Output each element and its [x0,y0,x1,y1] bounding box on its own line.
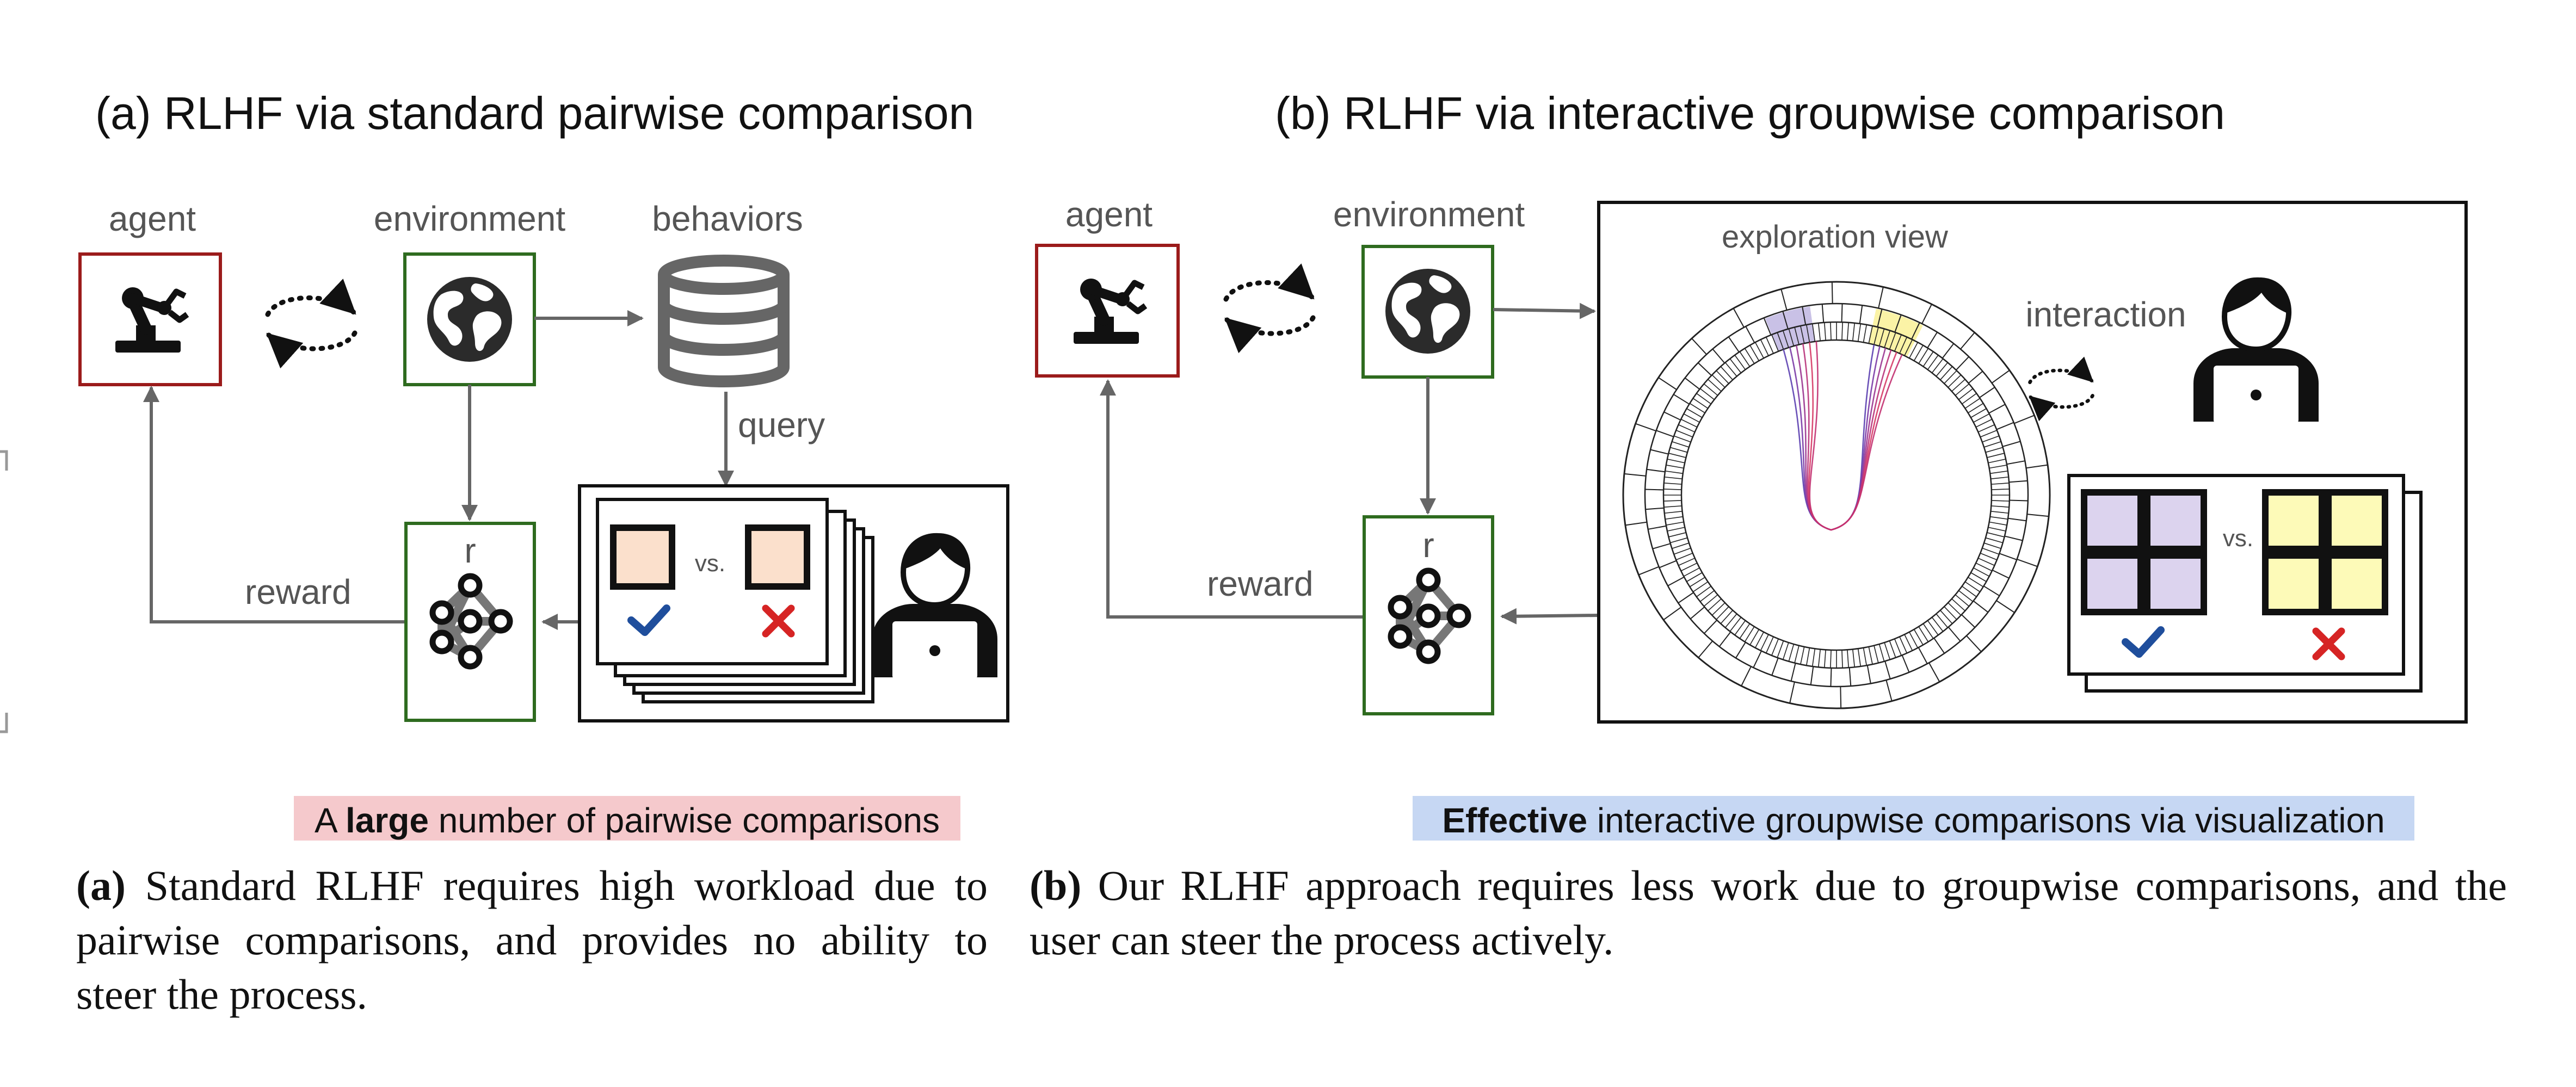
panel-b-agent-box [1035,244,1180,378]
panel-a-highlight-before: A [315,801,336,840]
panel-b-environment-label: environment [1333,195,1525,234]
panel-b-exploration-panel: exploration view interaction vs. [1597,201,2468,724]
panel-b-highlight-after: interactive groupwise comparisons via vi… [1597,801,2385,840]
cycle-arrows-icon [268,298,355,349]
panel-a-query-label: query [738,405,825,444]
panel-b-interaction-label: interaction [2025,295,2186,334]
panel-b-vs-label: vs. [2223,525,2253,552]
panel-a-caption-text: Standard RLHF requires high workload due… [76,862,988,1018]
panel-a: (a) RLHF via standard pairwise compariso… [78,88,1009,841]
panel-b-exploration-label: exploration view [1722,219,1949,255]
panel-a-reward-model-box: r [404,522,536,722]
panel-b-environment-box [1361,245,1494,379]
globe-icon [1385,269,1470,354]
panel-a-behaviors-label: behaviors [652,199,803,238]
panel-b-highlight-bg [1413,796,2414,841]
panel-b-caption: (b) Our RLHF approach requires less work… [1030,859,2507,967]
arrow-reward-to-agent [1100,379,1364,619]
panel-a-title: (a) RLHF via standard pairwise compariso… [95,88,974,139]
pair-item-left [610,524,675,590]
arrow-exploration-to-reward [1500,608,1599,625]
panel-b-highlight-caption: Effective interactive groupwise comparis… [1413,796,2414,844]
panel-a-agent-label: agent [109,199,196,238]
edge-mark-bottom [0,713,8,733]
panel-b-reward-model-box: r [1363,515,1494,715]
check-icon [627,604,670,636]
panel-a-caption-tag: (a) [76,862,126,909]
arrow-env-to-exploration [1493,302,1596,319]
cross-icon [2312,627,2345,660]
panel-a-vs-label: vs. [695,550,725,577]
panel-a-highlight-caption: A large number of pairwise comparisons [294,796,960,844]
group-a-items [2081,489,2207,615]
panel-b-caption-text: Our RLHF approach requires less work due… [1030,862,2507,964]
panel-b-agent-label: agent [1065,195,1153,234]
panel-a-reward-label: reward [245,572,352,612]
panel-a-caption: (a) Standard RLHF requires high workload… [76,859,988,1022]
check-icon [2122,626,2165,658]
panel-a-reward-model-label: r [464,531,476,570]
radial-visualization [1622,281,2051,709]
group-b-items [2262,489,2388,615]
panel-a-agent-box [78,252,222,386]
panel-a-highlight-bg [294,796,960,841]
panel-b-highlight-bold: Effective [1442,801,1588,840]
panel-a-highlight-bold: large [345,801,429,840]
cross-icon [762,604,795,638]
arrow-reward-to-agent [143,386,404,623]
cycle-arrows-icon [1226,282,1313,333]
globe-icon [427,277,512,362]
database-icon [664,261,784,381]
panel-a-comparison-panel: vs. [578,484,1009,722]
panel-a-environment-label: environment [374,199,565,238]
panel-b-caption-tag: (b) [1030,862,1082,909]
panel-a-environment-box [403,252,536,386]
pair-item-right [745,524,810,590]
panel-b-reward-label: reward [1207,564,1314,603]
panel-b-reward-model-label: r [1422,526,1434,565]
edge-mark-top [0,450,8,471]
panel-a-highlight-after: number of pairwise comparisons [438,801,940,840]
panel-b-title: (b) RLHF via interactive groupwise compa… [1275,88,2225,139]
panel-b: (b) RLHF via interactive groupwise compa… [1035,88,2468,841]
